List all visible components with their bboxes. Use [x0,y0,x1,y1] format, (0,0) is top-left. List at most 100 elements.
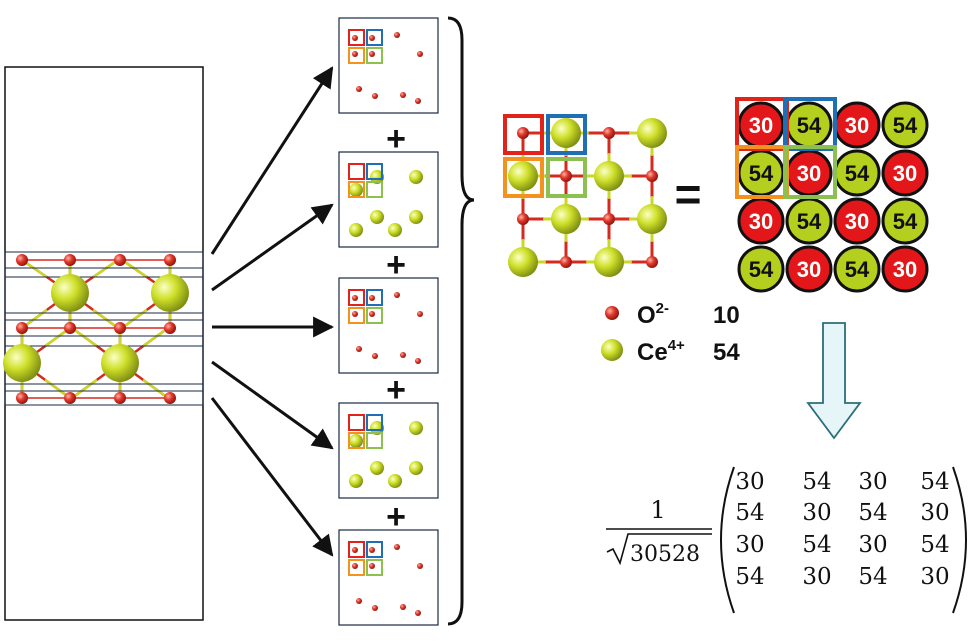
oxygen-atom [394,292,400,298]
matrix-cell: 54 [920,469,949,495]
fraction-numerator: 1 [650,496,665,524]
cerium-atom [388,474,402,488]
oxygen-atom [372,353,378,359]
panel-selection-box [366,432,383,449]
lattice-selection-box [503,157,544,198]
oxygen-atom [114,254,126,266]
grid-cell [881,101,929,149]
cerium-atom [551,204,581,234]
cerium-atom [370,421,384,435]
panel-selection-box [348,541,365,558]
lattice-selection-boxes [503,114,587,198]
grid-cell-value: 30 [893,161,917,186]
legend-oxygen-value: 10 [713,302,740,329]
cerium-atom [594,247,624,277]
cerium-atom [409,461,423,475]
oxygen-atom [603,127,615,139]
panel-selection-box [366,29,383,46]
oxygen-atom [352,35,358,41]
matrix-cell: 54 [802,532,831,558]
layer-panels: ++++ [338,17,439,626]
oxygen-atom [415,98,421,104]
panel-selection-box [348,181,365,198]
cerium-atom [551,118,581,148]
oxygen-atom [356,598,362,604]
lattice-selection-box [546,157,587,198]
matrix-cell: 30 [858,532,887,558]
cerium-atom [409,210,423,224]
matrix-cell: 30 [920,500,949,526]
plus-sign: + [386,246,406,284]
oxygen-atom [369,547,375,553]
oxygen-atom [369,563,375,569]
legend-cerium-label: Ce4+ [637,337,685,366]
grid-cell [833,197,881,245]
oxygen-atom [603,213,615,225]
oxygen-atom [16,254,28,266]
oxygen-atom [417,311,423,317]
panel-selection-box [366,414,383,431]
panel-frame [338,277,439,374]
oxygen-atom [352,547,358,553]
right-brace [447,16,475,626]
grid-cell-value: 54 [749,161,774,186]
oxygen-atom [369,295,375,301]
slab-bonds [20,258,172,400]
cerium-atom [370,461,384,475]
oxygen-atom [164,254,176,266]
slab-atoms [3,254,189,404]
plus-sign: + [386,498,406,536]
matrix-cell: 30 [802,564,831,590]
slab-layer-lines [4,251,204,406]
grid-cell [881,245,929,293]
cerium-atom [637,118,667,148]
grid-cell-value: 30 [845,209,869,234]
cerium-atom [349,434,363,448]
cerium-atom [51,274,89,312]
matrix-cell: 30 [735,532,764,558]
oxygen-atom [164,322,176,334]
oxygen-atom [64,254,76,266]
oxygen-atom [164,392,176,404]
bond [142,326,170,347]
cerium-atom [594,161,624,191]
oxygen-atom [372,93,378,99]
layer-panel [338,402,439,499]
oxygen-atom [372,605,378,611]
cerium-atom [3,344,41,382]
lattice-selection-box [546,114,587,155]
legend-oxygen-label: O2- [637,300,669,329]
oxygen-atom [356,86,362,92]
panel-selection-box [348,29,365,46]
oxygen-atom [352,563,358,569]
oxygen-atom [417,51,423,57]
plus-sign: + [386,371,406,409]
bond [70,326,98,347]
oxygen-atom [352,295,358,301]
grid-cell-value: 54 [749,257,774,282]
matrix-cell: 54 [735,564,764,590]
oxygen-atom [646,170,658,182]
grid-cell-value: 54 [797,113,822,138]
matrix-cell: 54 [858,564,887,590]
down-arrow-icon [806,322,862,440]
panel-selection-box [348,307,365,324]
legend-cerium-value: 54 [713,339,740,366]
oxygen-atom [400,92,406,98]
matrix-left-paren [720,466,735,614]
matrix-cell: 54 [920,532,949,558]
cerium-atom [637,204,667,234]
panel-frame [338,529,439,626]
matrix-cell: 54 [858,500,887,526]
matrix-cell: 54 [802,469,831,495]
legend: O2- 10 Ce4+ 54 [601,300,740,366]
panel-selection-box [366,47,383,64]
bond [70,379,98,400]
fan-arrow [210,397,334,557]
top-view-lattice [503,114,667,277]
cerium-atom [508,161,538,191]
